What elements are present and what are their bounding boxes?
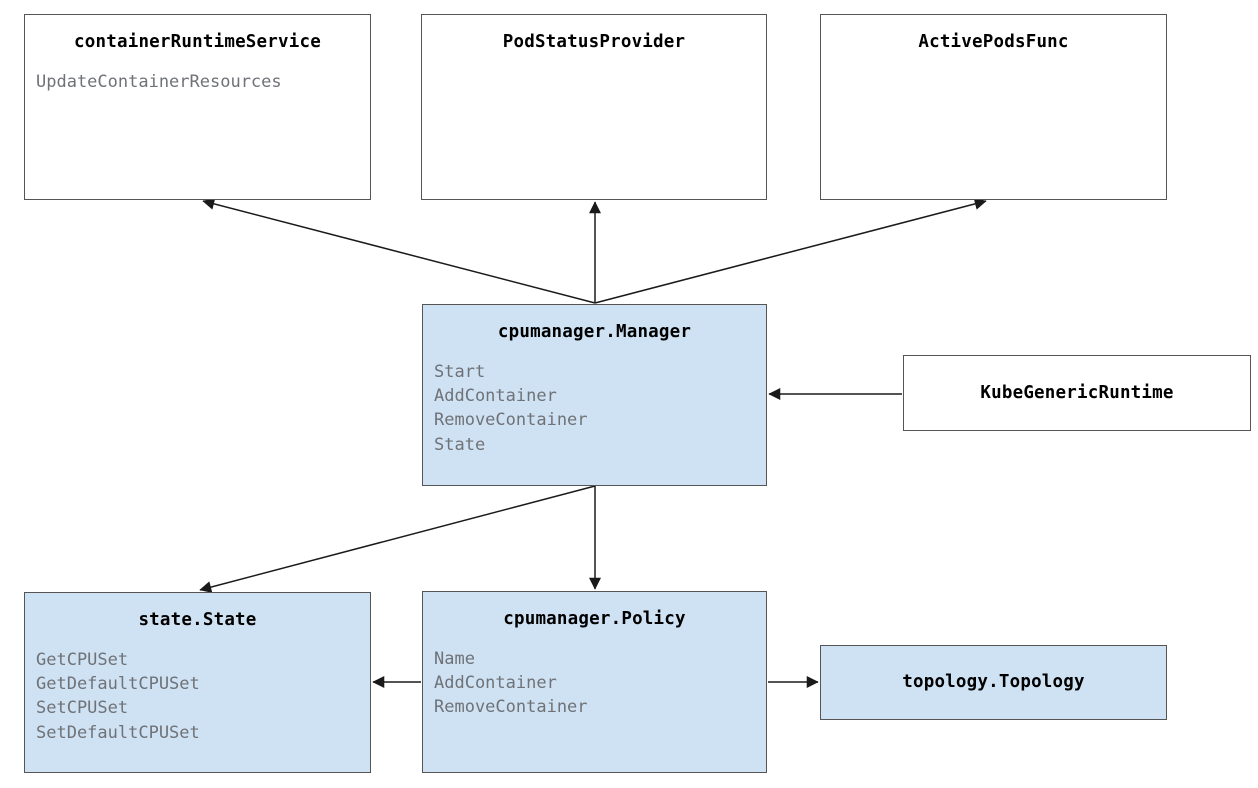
node-cpumanager-manager[interactable]: cpumanager.Manager Start AddContainer Re… — [422, 304, 767, 486]
method-item: Name — [434, 649, 475, 670]
node-state-state[interactable]: state.State GetCPUSet GetDefaultCPUSet S… — [24, 592, 371, 773]
method-item: UpdateContainerResources — [36, 72, 282, 93]
node-title: PodStatusProvider — [502, 32, 686, 52]
node-title: cpumanager.Policy — [503, 609, 686, 629]
edge-manager-to-containerruntimeservice — [202, 198, 596, 304]
method-item: RemoveContainer — [434, 697, 588, 718]
node-methods: GetCPUSet GetDefaultCPUSet SetCPUSet Set… — [25, 648, 370, 745]
node-title: topology.Topology — [902, 672, 1085, 693]
method-item: GetCPUSet — [36, 650, 129, 671]
method-item: Start — [434, 362, 486, 383]
node-methods: Name AddContainer RemoveContainer — [423, 647, 766, 719]
method-item: AddContainer — [434, 673, 557, 694]
node-title: state.State — [138, 610, 257, 630]
node-topology-topology[interactable]: topology.Topology — [820, 645, 1167, 720]
method-item: AddContainer — [434, 386, 557, 407]
method-item: SetDefaultCPUSet — [36, 722, 200, 743]
node-title: containerRuntimeService — [74, 32, 321, 52]
node-containerruntimeservice[interactable]: containerRuntimeService UpdateContainerR… — [24, 14, 371, 200]
node-methods: Start AddContainer RemoveContainer State — [423, 360, 766, 457]
node-title: KubeGenericRuntime — [980, 382, 1174, 403]
method-item: State — [434, 434, 486, 455]
node-methods: UpdateContainerResources — [25, 70, 370, 94]
method-item: SetCPUSet — [36, 698, 129, 719]
node-title: ActivePodsFunc — [918, 32, 1069, 52]
method-item: GetDefaultCPUSet — [36, 674, 200, 695]
edge-manager-to-activepodsfunc — [594, 198, 987, 304]
node-cpumanager-policy[interactable]: cpumanager.Policy Name AddContainer Remo… — [422, 591, 767, 773]
node-title: cpumanager.Manager — [497, 322, 692, 342]
node-activepodsfunc[interactable]: ActivePodsFunc — [820, 14, 1167, 200]
edge-manager-to-statestate — [199, 485, 596, 593]
method-item: RemoveContainer — [434, 410, 588, 431]
node-kubegenericruntime[interactable]: KubeGenericRuntime — [903, 355, 1251, 431]
node-podstatusprovider[interactable]: PodStatusProvider — [421, 14, 767, 200]
